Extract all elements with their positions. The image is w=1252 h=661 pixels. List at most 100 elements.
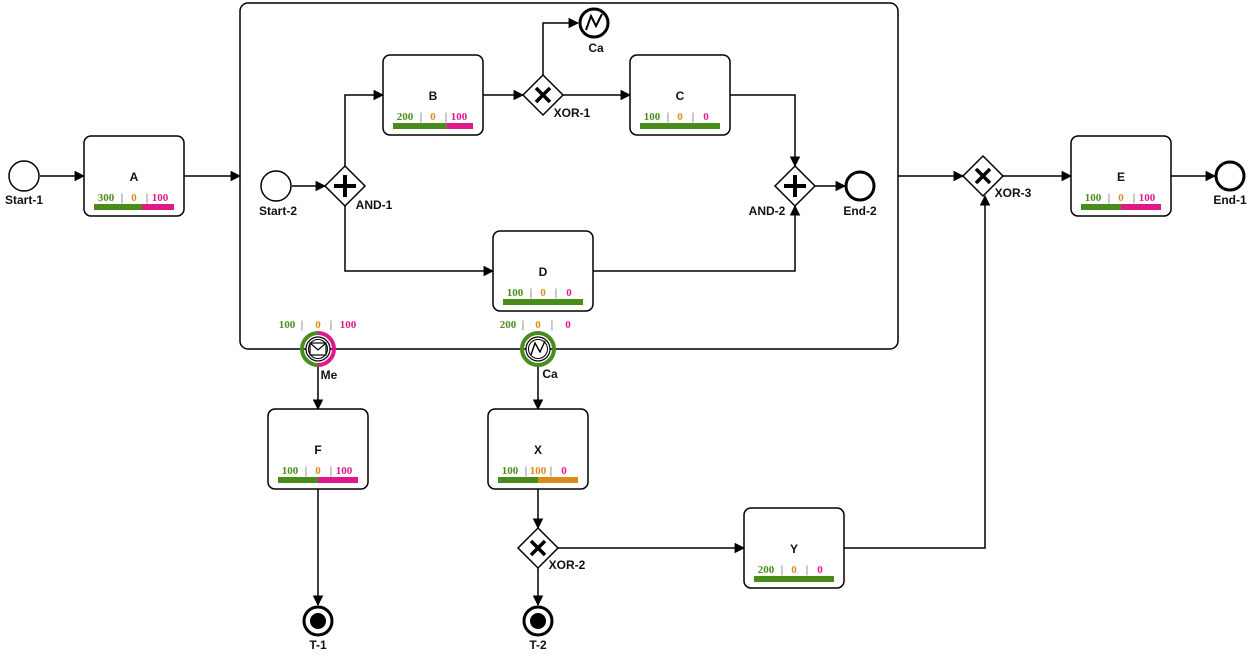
- plus-icon: [784, 175, 806, 197]
- separator: |: [1133, 192, 1135, 204]
- task-b-name: B: [429, 89, 438, 103]
- sequence-flows: [40, 17, 1217, 607]
- separator: |: [667, 111, 669, 123]
- cancel-boundary-event[interactable]: [520, 331, 556, 367]
- and-gateway-2-label: AND-2: [749, 204, 786, 218]
- xor-gateway-2-label: XOR-2: [549, 558, 586, 572]
- task-f-failed-count: 100: [336, 465, 353, 477]
- xor-gateway-1[interactable]: [521, 73, 565, 117]
- task-x-active-bar: [538, 477, 578, 483]
- separator: |: [555, 287, 557, 299]
- x-icon: [974, 167, 992, 185]
- separator: |: [550, 465, 552, 477]
- end-event-2[interactable]: [844, 170, 876, 202]
- plus-icon: [334, 175, 356, 197]
- message-boundary-stats: 100 | 0 | 100: [279, 319, 357, 331]
- terminate-event-1-label: T-1: [309, 638, 327, 652]
- and-gateway-1-label: AND-1: [356, 198, 393, 212]
- task-a-failed-bar: [142, 204, 174, 210]
- xor-gateway-3[interactable]: [961, 154, 1005, 198]
- task-a-name: A: [130, 170, 139, 184]
- start-event-2-label: Start-2: [259, 204, 297, 218]
- separator: |: [301, 319, 303, 331]
- flow-c-and2: [730, 94, 801, 168]
- separator: |: [530, 287, 532, 299]
- task-c-active-count: 0: [677, 111, 683, 123]
- cancel-boundary-label: Ca: [542, 367, 558, 381]
- start-event-1[interactable]: [8, 160, 40, 192]
- and-gateway-1[interactable]: [323, 164, 367, 208]
- task-e-active-count: 0: [1118, 192, 1124, 204]
- task-d-completed-bar: [503, 299, 583, 305]
- me-active-count: 0: [315, 319, 321, 331]
- task-y-active-count: 0: [791, 564, 797, 576]
- task-y-name: Y: [790, 542, 798, 556]
- terminate-event-2-label: T-2: [529, 638, 547, 652]
- task-a-failed-count: 100: [152, 192, 169, 204]
- separator: |: [330, 465, 332, 477]
- flow-xor1-cancel: [542, 17, 580, 75]
- ca-failed-count: 0: [565, 319, 571, 331]
- flow-d-and2: [593, 204, 801, 272]
- flow-y-xor3: [844, 194, 991, 549]
- cancel-boundary-stats: 200 | 0 | 0: [500, 319, 572, 331]
- task-b[interactable]: B 200 | 0 | 100: [382, 54, 484, 136]
- task-e-failed-count: 100: [1139, 192, 1156, 204]
- task-b-completed-count: 200: [397, 111, 414, 123]
- message-boundary-event[interactable]: [300, 331, 336, 367]
- and-gateway-2[interactable]: [773, 164, 817, 208]
- message-boundary-label: Me: [321, 368, 338, 382]
- end-event-2-label: End-2: [843, 204, 877, 218]
- task-d-completed-count: 100: [507, 287, 524, 299]
- task-f-completed-bar: [278, 477, 318, 483]
- xor-gateway-1-label: XOR-1: [554, 106, 591, 120]
- terminate-event-2[interactable]: [522, 605, 554, 637]
- cancel-end-event[interactable]: [578, 7, 610, 39]
- task-f-failed-bar: [318, 477, 358, 483]
- x-icon: [529, 539, 547, 557]
- end-event-1[interactable]: [1214, 160, 1246, 192]
- task-a-completed-count: 300: [98, 192, 115, 204]
- start-event-1-label: Start-1: [5, 193, 43, 207]
- end-event-1-label: End-1: [1213, 193, 1247, 207]
- me-failed-count: 100: [340, 319, 357, 331]
- xor-gateway-3-label: XOR-3: [995, 186, 1032, 200]
- task-b-failed-count: 100: [451, 111, 468, 123]
- task-x-name: X: [534, 443, 542, 457]
- separator: |: [330, 319, 332, 331]
- task-d-active-count: 0: [540, 287, 546, 299]
- terminate-event-1[interactable]: [302, 605, 334, 637]
- task-d-failed-count: 0: [566, 287, 572, 299]
- task-a-completed-bar: [94, 204, 142, 210]
- separator: |: [806, 564, 808, 576]
- task-c-completed-bar: [640, 123, 720, 129]
- xor-gateway-2[interactable]: [516, 526, 560, 570]
- task-a-active-count: 0: [131, 192, 137, 204]
- task-f-name: F: [314, 443, 321, 457]
- task-e-name: E: [1117, 170, 1125, 184]
- cancel-end-event-label: Ca: [588, 41, 604, 55]
- ca-active-count: 0: [535, 319, 541, 331]
- start-event-2[interactable]: [260, 170, 292, 202]
- separator: |: [121, 192, 123, 204]
- task-b-active-count: 0: [430, 111, 436, 123]
- separator: |: [445, 111, 447, 123]
- me-completed-count: 100: [279, 319, 296, 331]
- task-x-completed-bar: [498, 477, 538, 483]
- x-icon: [534, 86, 552, 104]
- task-x-active-count: 100: [530, 465, 547, 477]
- separator: |: [420, 111, 422, 123]
- task-b-failed-bar: [446, 123, 473, 129]
- task-y-completed-bar: [754, 576, 834, 582]
- task-b-completed-bar: [393, 123, 447, 129]
- ca-completed-count: 200: [500, 319, 517, 331]
- separator: |: [551, 319, 553, 331]
